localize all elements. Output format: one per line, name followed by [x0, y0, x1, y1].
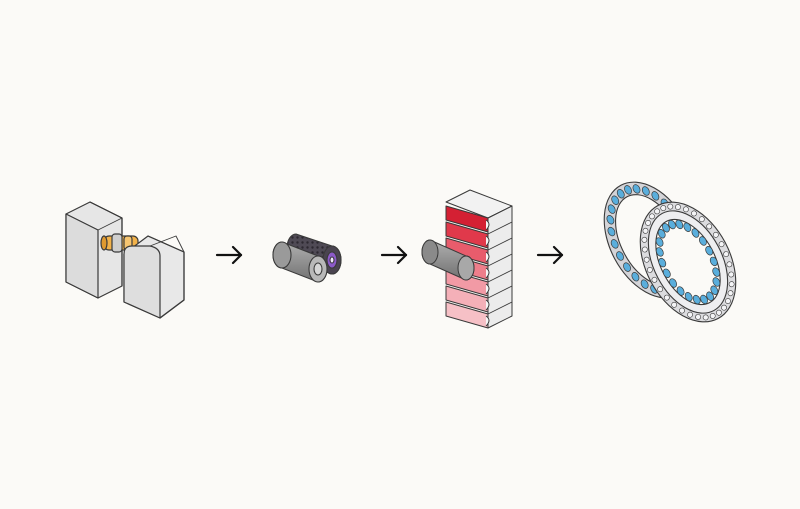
roller-element	[662, 268, 671, 278]
roller-element	[710, 285, 719, 295]
ball-element	[641, 236, 648, 243]
roller-element	[676, 286, 685, 296]
roller-element	[616, 189, 625, 199]
ball-element	[651, 276, 658, 283]
roller-element	[607, 204, 616, 214]
ball-element	[709, 313, 716, 319]
ball-element	[728, 281, 735, 288]
ball-element	[721, 304, 727, 311]
tray	[445, 205, 513, 233]
ball-element	[728, 271, 735, 278]
ball-element	[687, 311, 693, 318]
ball-element	[683, 206, 689, 213]
ball-element	[726, 261, 733, 268]
ball-element	[643, 256, 650, 263]
roller-element	[658, 257, 667, 268]
roller-element	[668, 219, 676, 230]
ball-element	[646, 266, 653, 273]
roller-element	[712, 267, 721, 277]
ball-element	[706, 223, 713, 230]
tray	[445, 237, 513, 265]
back-block	[65, 201, 123, 299]
tray	[445, 269, 513, 297]
roller-element	[706, 291, 714, 301]
roller-element	[657, 229, 666, 239]
roller-element	[606, 215, 615, 225]
roller-element	[675, 219, 684, 230]
roller-element	[624, 185, 632, 195]
ball-element	[642, 227, 649, 234]
roller-element	[623, 262, 631, 272]
ball-element	[723, 251, 730, 258]
roller-element	[616, 251, 624, 261]
tray	[445, 301, 513, 329]
roller-element	[705, 246, 714, 256]
front-block	[123, 235, 185, 319]
roller-element	[662, 223, 670, 233]
roller-element	[632, 184, 641, 194]
roller-element	[709, 256, 718, 267]
ball-element	[654, 208, 660, 215]
tray	[445, 285, 513, 313]
stage-roller-pair	[272, 233, 342, 283]
roller-element	[712, 277, 721, 287]
roller-element	[640, 279, 649, 289]
ball-element	[702, 314, 709, 321]
ball-element	[691, 210, 697, 217]
roller-element	[655, 237, 664, 247]
ball-element	[718, 241, 725, 248]
roller-element	[631, 272, 640, 282]
roller-element	[700, 294, 708, 305]
ball-element	[679, 307, 685, 314]
ball-element	[645, 220, 651, 226]
ball-element	[725, 298, 731, 304]
ball-element	[657, 286, 664, 293]
ball-element	[663, 294, 670, 301]
arrow-2	[380, 245, 408, 265]
ball-element	[660, 205, 667, 211]
inserted-roller	[421, 239, 475, 281]
roller-element	[641, 186, 650, 196]
ball-element	[727, 290, 734, 297]
roller-element	[669, 278, 677, 288]
ball-element	[695, 314, 701, 320]
stage-two-blocks	[65, 201, 185, 319]
roller-element	[692, 294, 701, 305]
stage-tray-stack	[421, 189, 513, 329]
ball-element	[667, 203, 674, 210]
roller-element	[655, 247, 664, 257]
tray	[445, 221, 513, 249]
roller-element	[610, 239, 619, 249]
roller-element	[691, 228, 700, 238]
stage-bearing-rings	[603, 181, 737, 323]
ball-element	[712, 231, 719, 238]
ball-element	[671, 301, 678, 308]
roller-element	[683, 222, 692, 232]
roller-element	[611, 195, 620, 205]
roller-element	[684, 292, 693, 302]
front-ring	[639, 201, 737, 323]
arrow-1	[215, 245, 243, 265]
ball-element	[649, 213, 655, 220]
ball-element	[675, 204, 681, 210]
arrow-3	[536, 245, 564, 265]
roller-element	[699, 236, 707, 246]
stack-side	[487, 205, 513, 329]
ball-element	[716, 309, 722, 316]
roller-element	[651, 191, 660, 201]
smooth-roller	[272, 241, 328, 283]
roller-element	[607, 226, 616, 237]
ball-element	[698, 216, 705, 223]
ball-element	[641, 246, 648, 253]
